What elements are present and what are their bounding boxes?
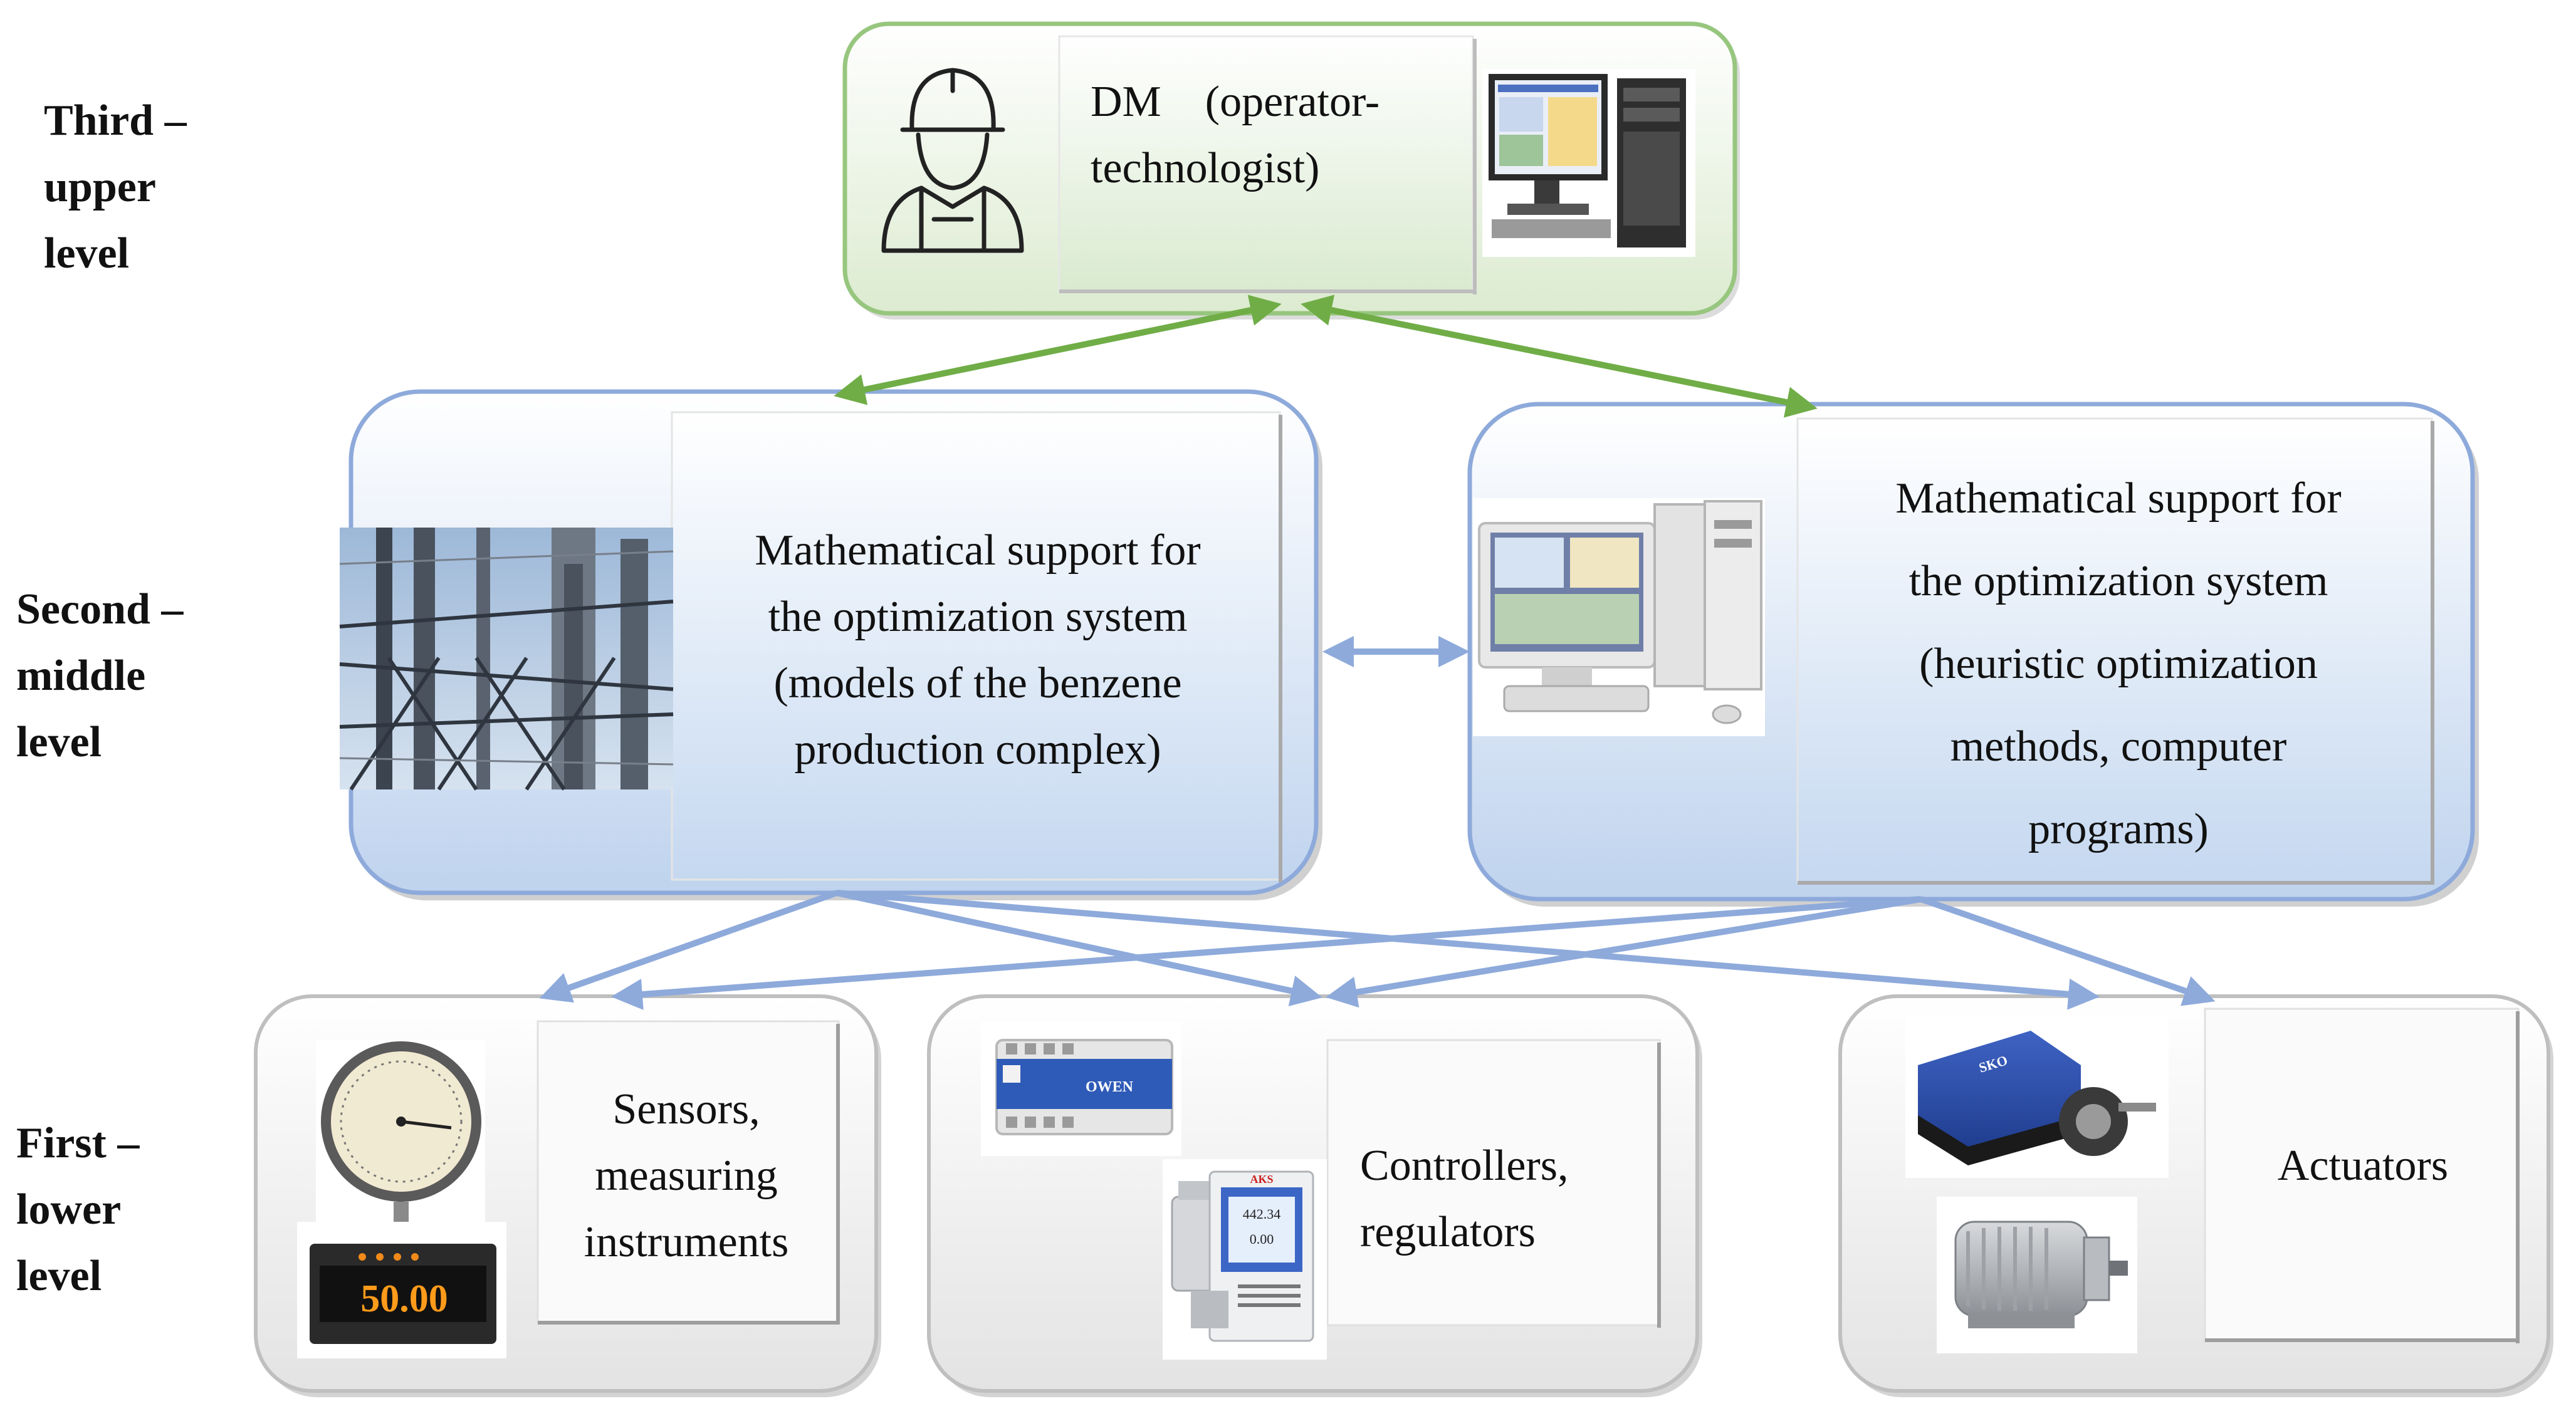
dm-label-line1b: (operator- xyxy=(1205,78,1380,126)
arrow-methods-to-sensors xyxy=(611,896,1922,1010)
arrow-dm-to-models xyxy=(834,294,1282,405)
methods-label-line: (heuristic optimization xyxy=(1919,640,2318,688)
models-label: Mathematical support for the optimizatio… xyxy=(677,518,1279,783)
digital-meter-photo: 50.00 xyxy=(297,1222,506,1358)
arrow-models-to-controllers xyxy=(835,890,1322,1007)
level-label-first: First – lower level xyxy=(16,1119,140,1300)
level-label-third: Third – upper level xyxy=(44,96,187,278)
arrow-methods-to-controllers xyxy=(1326,896,1922,1008)
models-label-line: the optimization system xyxy=(768,593,1188,641)
arrow-dm-to-methods xyxy=(1301,294,1818,418)
actuator-photo: SKO xyxy=(1905,1015,2169,1178)
workstation-icon xyxy=(1473,498,1765,736)
methods-label-line: the optimization system xyxy=(1908,557,2328,605)
dm-label: DM (operator- technologist) xyxy=(1091,69,1467,202)
meter-reading: 50.00 xyxy=(360,1278,448,1320)
controllers-label-line: regulators xyxy=(1360,1208,1536,1256)
controllers-label: Controllers, regulators xyxy=(1360,1133,1648,1266)
controller-brand: OWEN xyxy=(1086,1079,1134,1095)
sensors-label-line: measuring xyxy=(595,1152,778,1200)
methods-label-line: Mathematical support for xyxy=(1895,474,2342,523)
flow-meter-value2: 0.00 xyxy=(1250,1231,1274,1247)
methods-label-line: methods, computer xyxy=(1950,722,2287,771)
pressure-gauge-photo xyxy=(316,1040,485,1222)
methods-label: Mathematical support for the optimizatio… xyxy=(1805,457,2432,871)
methods-label-line: programs) xyxy=(2028,805,2209,853)
models-label-line: production complex) xyxy=(794,726,1161,774)
arrow-models-to-actuators xyxy=(836,890,2100,1010)
flow-meter-brand: AKS xyxy=(1250,1173,1273,1185)
sensors-label-line: instruments xyxy=(584,1218,789,1266)
actuators-label-line: Actuators xyxy=(2277,1142,2449,1190)
controllers-label-line: Controllers, xyxy=(1360,1142,1569,1190)
blue-arrows xyxy=(539,636,2216,1010)
models-label-line: (models of the benzene xyxy=(773,659,1182,707)
flow-meter-value: 442.34 xyxy=(1243,1206,1281,1222)
actuators-label: Actuators xyxy=(2206,1133,2520,1199)
sensors-label: Sensors, measuring instruments xyxy=(539,1076,834,1276)
green-arrows xyxy=(834,294,1818,418)
computer-icon xyxy=(1482,69,1695,257)
electric-motor-photo xyxy=(1937,1197,2137,1353)
worker-icon xyxy=(881,68,1024,253)
arrow-methods-to-actuators xyxy=(1920,896,2216,1006)
flow-meter-photo: 442.34 0.00 AKS xyxy=(1163,1159,1327,1360)
dm-label-line1: DM xyxy=(1091,78,1161,126)
models-label-line: Mathematical support for xyxy=(755,526,1201,575)
controller-module-photo: OWEN xyxy=(981,1021,1181,1156)
refinery-photo xyxy=(339,528,674,791)
dm-label-line2: technologist) xyxy=(1091,144,1320,192)
level-label-second: Second – middle level xyxy=(16,585,184,766)
sensors-label-line: Sensors, xyxy=(612,1085,760,1133)
arrow-models-to-sensors xyxy=(539,890,838,1003)
